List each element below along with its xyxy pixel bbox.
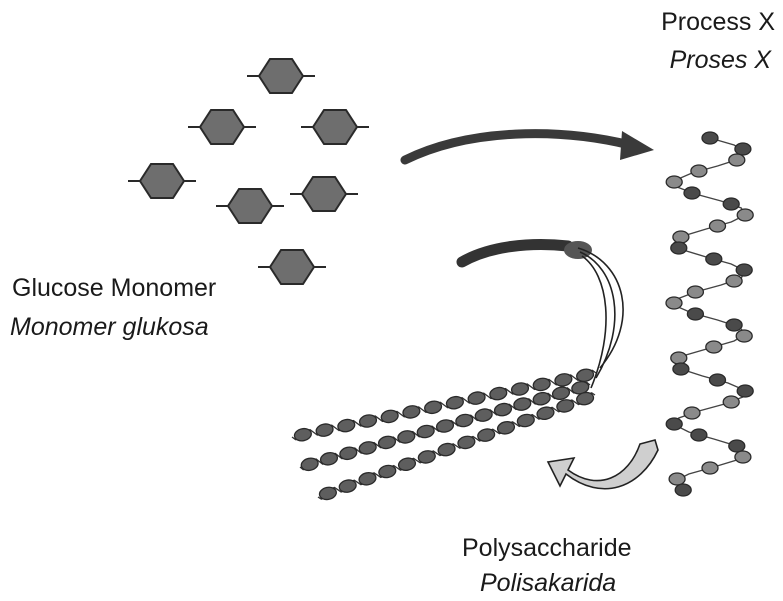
helix-unit-icon	[710, 374, 726, 386]
helix-unit-icon	[671, 352, 687, 364]
helix-unit-icon	[671, 242, 687, 254]
helix-polysaccharide-chain	[666, 132, 753, 496]
glucose-monomer-group	[128, 59, 369, 284]
linear-polysaccharide-strands	[292, 368, 596, 501]
helix-unit-icon	[723, 198, 739, 210]
glucose-hexagon-icon	[247, 59, 315, 93]
helix-unit-icon	[673, 231, 689, 243]
helix-unit-icon	[666, 418, 682, 430]
helix-unit-icon	[691, 429, 707, 441]
glucose-hexagon-icon	[216, 189, 284, 223]
glucose-hexagon-icon	[290, 177, 358, 211]
branch-arrow	[462, 245, 568, 262]
helix-unit-icon	[735, 451, 751, 463]
polysaccharide-label-en: Polysaccharide	[462, 534, 632, 563]
helix-unit-icon	[736, 330, 752, 342]
helix-unit-icon	[706, 253, 722, 265]
glucose-hexagon-icon	[301, 110, 369, 144]
helix-unit-icon	[675, 484, 691, 496]
helix-unit-icon	[691, 165, 707, 177]
process-label-ms: Proses X	[670, 46, 771, 75]
helix-unit-icon	[687, 308, 703, 320]
process-arrowhead-icon	[620, 131, 654, 160]
helix-unit-icon	[669, 473, 685, 485]
glucose-monomer-label-en: Glucose Monomer	[12, 274, 216, 303]
helix-unit-icon	[687, 286, 703, 298]
helix-unit-icon	[666, 176, 682, 188]
helix-unit-icon	[666, 297, 682, 309]
helix-unit-icon	[706, 341, 722, 353]
helix-unit-icon	[702, 462, 718, 474]
helix-unit-icon	[737, 209, 753, 221]
helix-unit-icon	[735, 143, 751, 155]
helix-unit-icon	[723, 396, 739, 408]
helix-unit-icon	[736, 264, 752, 276]
helix-unit-icon	[702, 132, 718, 144]
glucose-monomer-label-ms: Monomer glukosa	[10, 313, 209, 342]
glucose-hexagon-icon	[188, 110, 256, 144]
curl-arrow-icon	[548, 440, 658, 489]
helix-unit-icon	[726, 275, 742, 287]
process-arrow	[405, 134, 630, 160]
helix-unit-icon	[710, 220, 726, 232]
glucose-hexagon-icon	[258, 250, 326, 284]
helix-unit-icon	[684, 187, 700, 199]
helix-unit-icon	[737, 385, 753, 397]
branch-strand-lines	[578, 248, 623, 388]
helix-unit-icon	[684, 407, 700, 419]
glucose-hexagon-icon	[128, 164, 196, 198]
polysaccharide-label-ms: Polisakarida	[480, 569, 616, 598]
process-label-en: Process X	[661, 8, 775, 37]
helix-unit-icon	[726, 319, 742, 331]
helix-unit-icon	[673, 363, 689, 375]
helix-unit-icon	[729, 154, 745, 166]
helix-unit-icon	[729, 440, 745, 452]
